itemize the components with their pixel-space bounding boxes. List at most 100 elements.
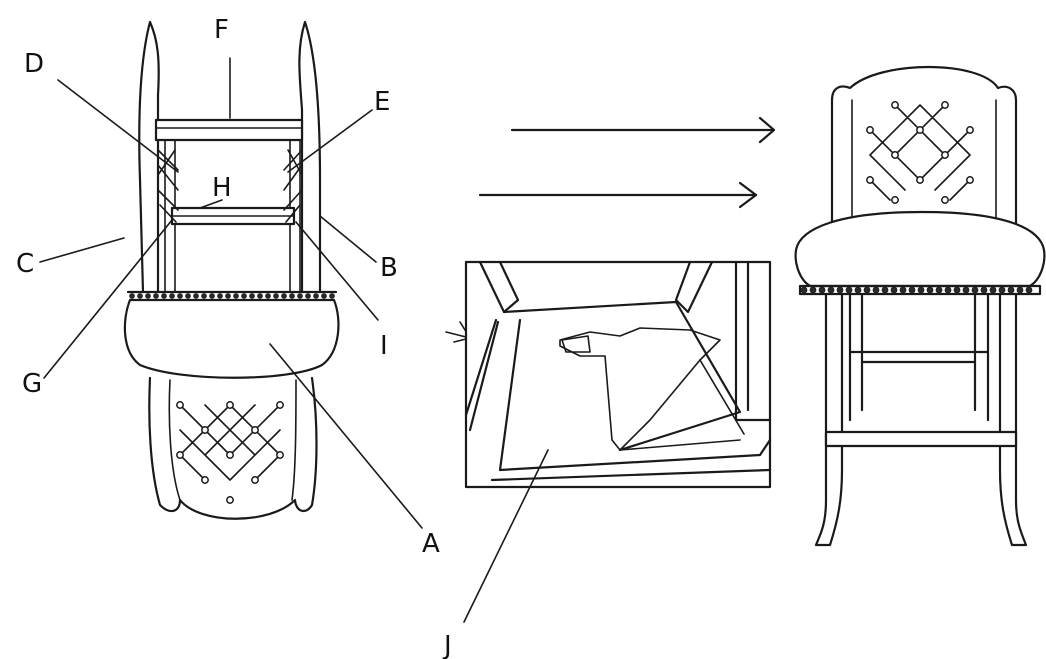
decor-dot: [881, 286, 889, 294]
nailhead-trim-right: [800, 286, 1033, 294]
decor-dot: [209, 293, 215, 299]
decor-dot: [891, 101, 899, 109]
decor-dot: [233, 293, 239, 299]
decor-dot: [176, 401, 184, 409]
label-c: C: [16, 249, 34, 279]
decor-dot: [916, 176, 924, 184]
decor-dot: [251, 426, 259, 434]
arrow-top: [510, 116, 776, 144]
tufting-buttons-left: [176, 401, 284, 504]
decor-dot: [809, 286, 817, 294]
decor-dot: [313, 293, 319, 299]
decor-dot: [265, 293, 271, 299]
decor-dot: [854, 286, 862, 294]
leader-j: [463, 449, 549, 623]
tufting-back-right: [869, 104, 971, 201]
decor-dot: [153, 293, 159, 299]
decor-dot: [953, 286, 961, 294]
label-i: I: [380, 331, 388, 361]
decor-dot: [273, 293, 279, 299]
decor-dot: [899, 286, 907, 294]
stool-front-leg-left: [814, 292, 844, 547]
leader-b: [319, 215, 377, 263]
right-back-leg: [298, 20, 322, 294]
decor-dot: [971, 286, 979, 294]
decor-dot: [201, 476, 209, 484]
nailhead-trim: [129, 293, 335, 299]
decor-dot: [185, 293, 191, 299]
label-b: B: [380, 253, 398, 283]
decor-dot: [966, 176, 974, 184]
decor-dot: [251, 476, 259, 484]
decor-dot: [129, 293, 135, 299]
decor-dot: [161, 293, 167, 299]
decor-dot: [226, 496, 234, 504]
decor-dot: [863, 286, 871, 294]
decor-dot: [966, 126, 974, 134]
decor-dot: [226, 401, 234, 409]
decor-dot: [1007, 286, 1015, 294]
decor-dot: [201, 426, 209, 434]
fabric-flap-j: [559, 327, 721, 451]
decor-dot: [201, 293, 207, 299]
label-f: F: [214, 15, 229, 45]
decor-dot: [866, 176, 874, 184]
stool-back: [830, 65, 1018, 232]
leader-d: [57, 79, 179, 173]
decor-dot: [297, 293, 303, 299]
decor-dot: [1016, 286, 1024, 294]
decor-dot: [226, 451, 234, 459]
decor-dot: [941, 101, 949, 109]
decor-dot: [241, 293, 247, 299]
decor-dot: [917, 286, 925, 294]
decor-dot: [281, 293, 287, 299]
decor-dot: [217, 293, 223, 299]
tufting-buttons-right: [866, 101, 974, 204]
decor-dot: [980, 286, 988, 294]
upright-stool: [794, 65, 1046, 547]
leader-a: [269, 343, 423, 529]
decor-dot: [962, 286, 970, 294]
decor-dot: [908, 286, 916, 294]
decor-dot: [845, 286, 853, 294]
chair-back: [148, 376, 318, 520]
leader-lines: [39, 57, 549, 623]
seat-cushion-a: [123, 298, 340, 379]
leader-g: [43, 219, 173, 379]
decor-dot: [941, 151, 949, 159]
corner-bracket-right: [283, 149, 303, 223]
decor-dot: [998, 286, 1006, 294]
decor-dot: [249, 293, 255, 299]
decor-dot: [257, 293, 263, 299]
decor-dot: [916, 126, 924, 134]
decor-dot: [827, 286, 835, 294]
decor-dot: [176, 451, 184, 459]
decor-dot: [193, 293, 199, 299]
decor-dot: [989, 286, 997, 294]
decor-dot: [818, 286, 826, 294]
label-e: E: [374, 87, 390, 117]
decor-dot: [941, 196, 949, 204]
leader-e: [287, 109, 373, 173]
tufting-back-left: [179, 404, 281, 481]
decor-dot: [169, 293, 175, 299]
decor-dot: [137, 293, 143, 299]
upside-down-stool: [123, 20, 340, 520]
decor-dot: [836, 286, 844, 294]
decor-dot: [145, 293, 151, 299]
decor-dot: [935, 286, 943, 294]
decor-dot: [225, 293, 231, 299]
left-back-leg: [138, 20, 160, 294]
label-j: J: [442, 631, 452, 659]
stool-seat: [794, 210, 1046, 288]
decor-dot: [289, 293, 295, 299]
part-labels: F D E H C B G I A J: [16, 15, 452, 659]
label-a: A: [422, 529, 440, 559]
stool-front-leg-right: [998, 292, 1028, 547]
leader-h: [199, 199, 223, 209]
decor-dot: [177, 293, 183, 299]
decor-dot: [276, 401, 284, 409]
decor-dot: [276, 451, 284, 459]
decor-dot: [890, 286, 898, 294]
arrow-middle: [478, 181, 758, 209]
